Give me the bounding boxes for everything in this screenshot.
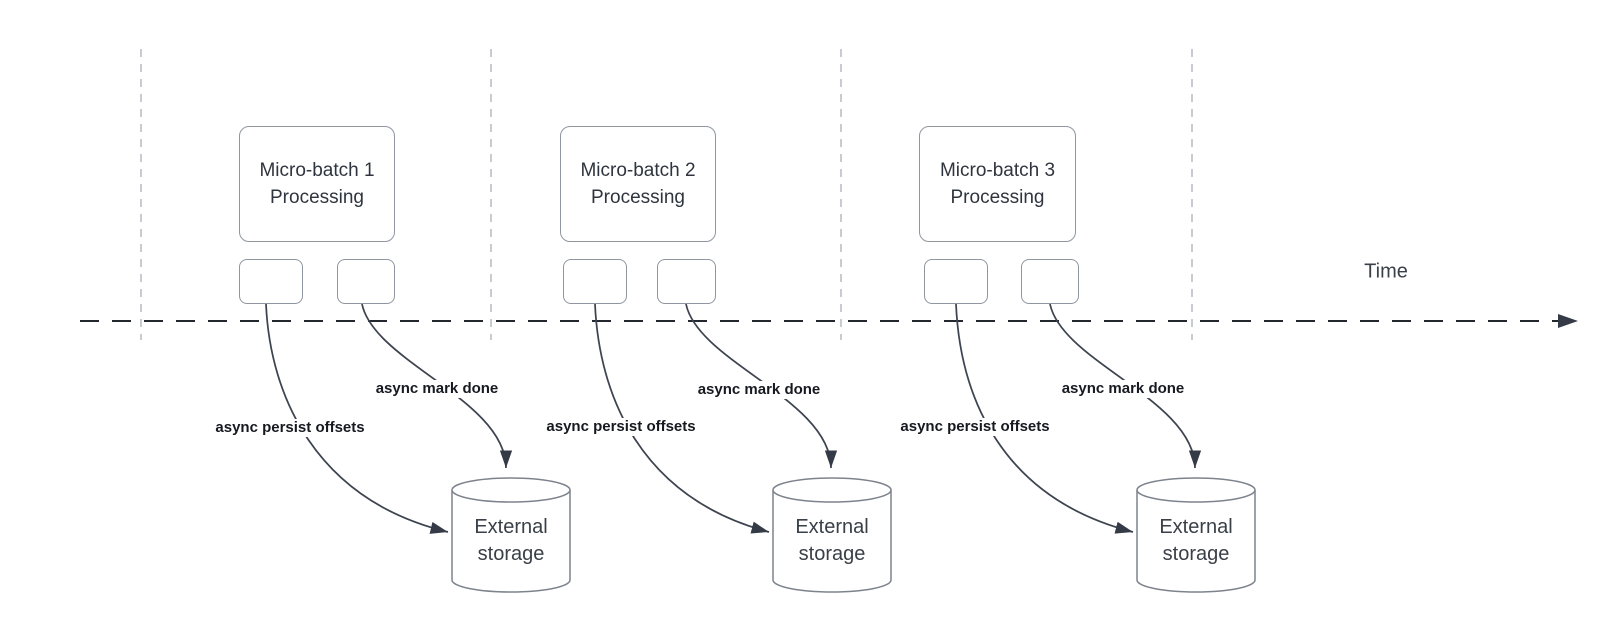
mark-done-label-1: async mark done bbox=[372, 380, 502, 398]
mark-done-label-3: async mark done bbox=[1058, 380, 1188, 398]
micro-batch-2-title: Micro-batch 2 bbox=[580, 160, 696, 181]
persist-offsets-arrow-3 bbox=[955, 303, 1134, 534]
persist-offsets-arrow-1 bbox=[265, 303, 449, 534]
storage-label-3-line2: storage bbox=[1162, 543, 1230, 565]
cylinder-body bbox=[451, 490, 571, 593]
storage-label-1-line2: storage bbox=[477, 543, 545, 565]
micro-batch-1-box: Micro-batch 1 Processing bbox=[239, 126, 395, 242]
cylinder-top bbox=[772, 477, 892, 503]
micro-batch-3-subtitle: Processing bbox=[950, 187, 1045, 208]
micro-batch-3-box: Micro-batch 3 Processing bbox=[919, 126, 1076, 242]
storage-label-3: External storage bbox=[1136, 514, 1256, 568]
task-box-1-right bbox=[337, 259, 395, 304]
storage-label-2: External storage bbox=[772, 514, 892, 568]
persist-offsets-label-1: async persist offsets bbox=[212, 419, 368, 437]
cylinder-body bbox=[772, 490, 892, 593]
task-box-3-left bbox=[924, 259, 988, 304]
cylinder-top bbox=[451, 477, 571, 503]
micro-batch-2-subtitle: Processing bbox=[591, 187, 685, 208]
task-box-3-right bbox=[1021, 259, 1079, 304]
storage-label-1: External storage bbox=[451, 514, 571, 568]
storage-label-1-line1: External bbox=[474, 516, 548, 538]
cylinder-body bbox=[1136, 490, 1256, 593]
micro-batch-2-box: Micro-batch 2 Processing bbox=[560, 126, 716, 242]
cylinder-top bbox=[1136, 477, 1256, 503]
storage-cylinder-1 bbox=[451, 477, 571, 593]
task-box-2-right bbox=[657, 259, 716, 304]
storage-label-3-line1: External bbox=[1159, 516, 1233, 538]
storage-label-2-line1: External bbox=[795, 516, 869, 538]
persist-offsets-arrow-2 bbox=[594, 303, 770, 534]
time-axis-label: Time bbox=[1364, 260, 1408, 283]
micro-batch-1-subtitle: Processing bbox=[270, 187, 364, 208]
task-box-2-left bbox=[563, 259, 627, 304]
persist-offsets-label-3: async persist offsets bbox=[897, 418, 1053, 436]
micro-batch-1-title: Micro-batch 1 bbox=[259, 160, 375, 181]
micro-batch-3-title: Micro-batch 3 bbox=[939, 160, 1056, 181]
storage-label-2-line2: storage bbox=[798, 543, 866, 565]
task-box-1-left bbox=[239, 259, 303, 304]
mark-done-label-2: async mark done bbox=[694, 381, 824, 399]
persist-offsets-label-2: async persist offsets bbox=[543, 418, 699, 436]
storage-cylinder-2 bbox=[772, 477, 892, 593]
storage-cylinder-3 bbox=[1136, 477, 1256, 593]
